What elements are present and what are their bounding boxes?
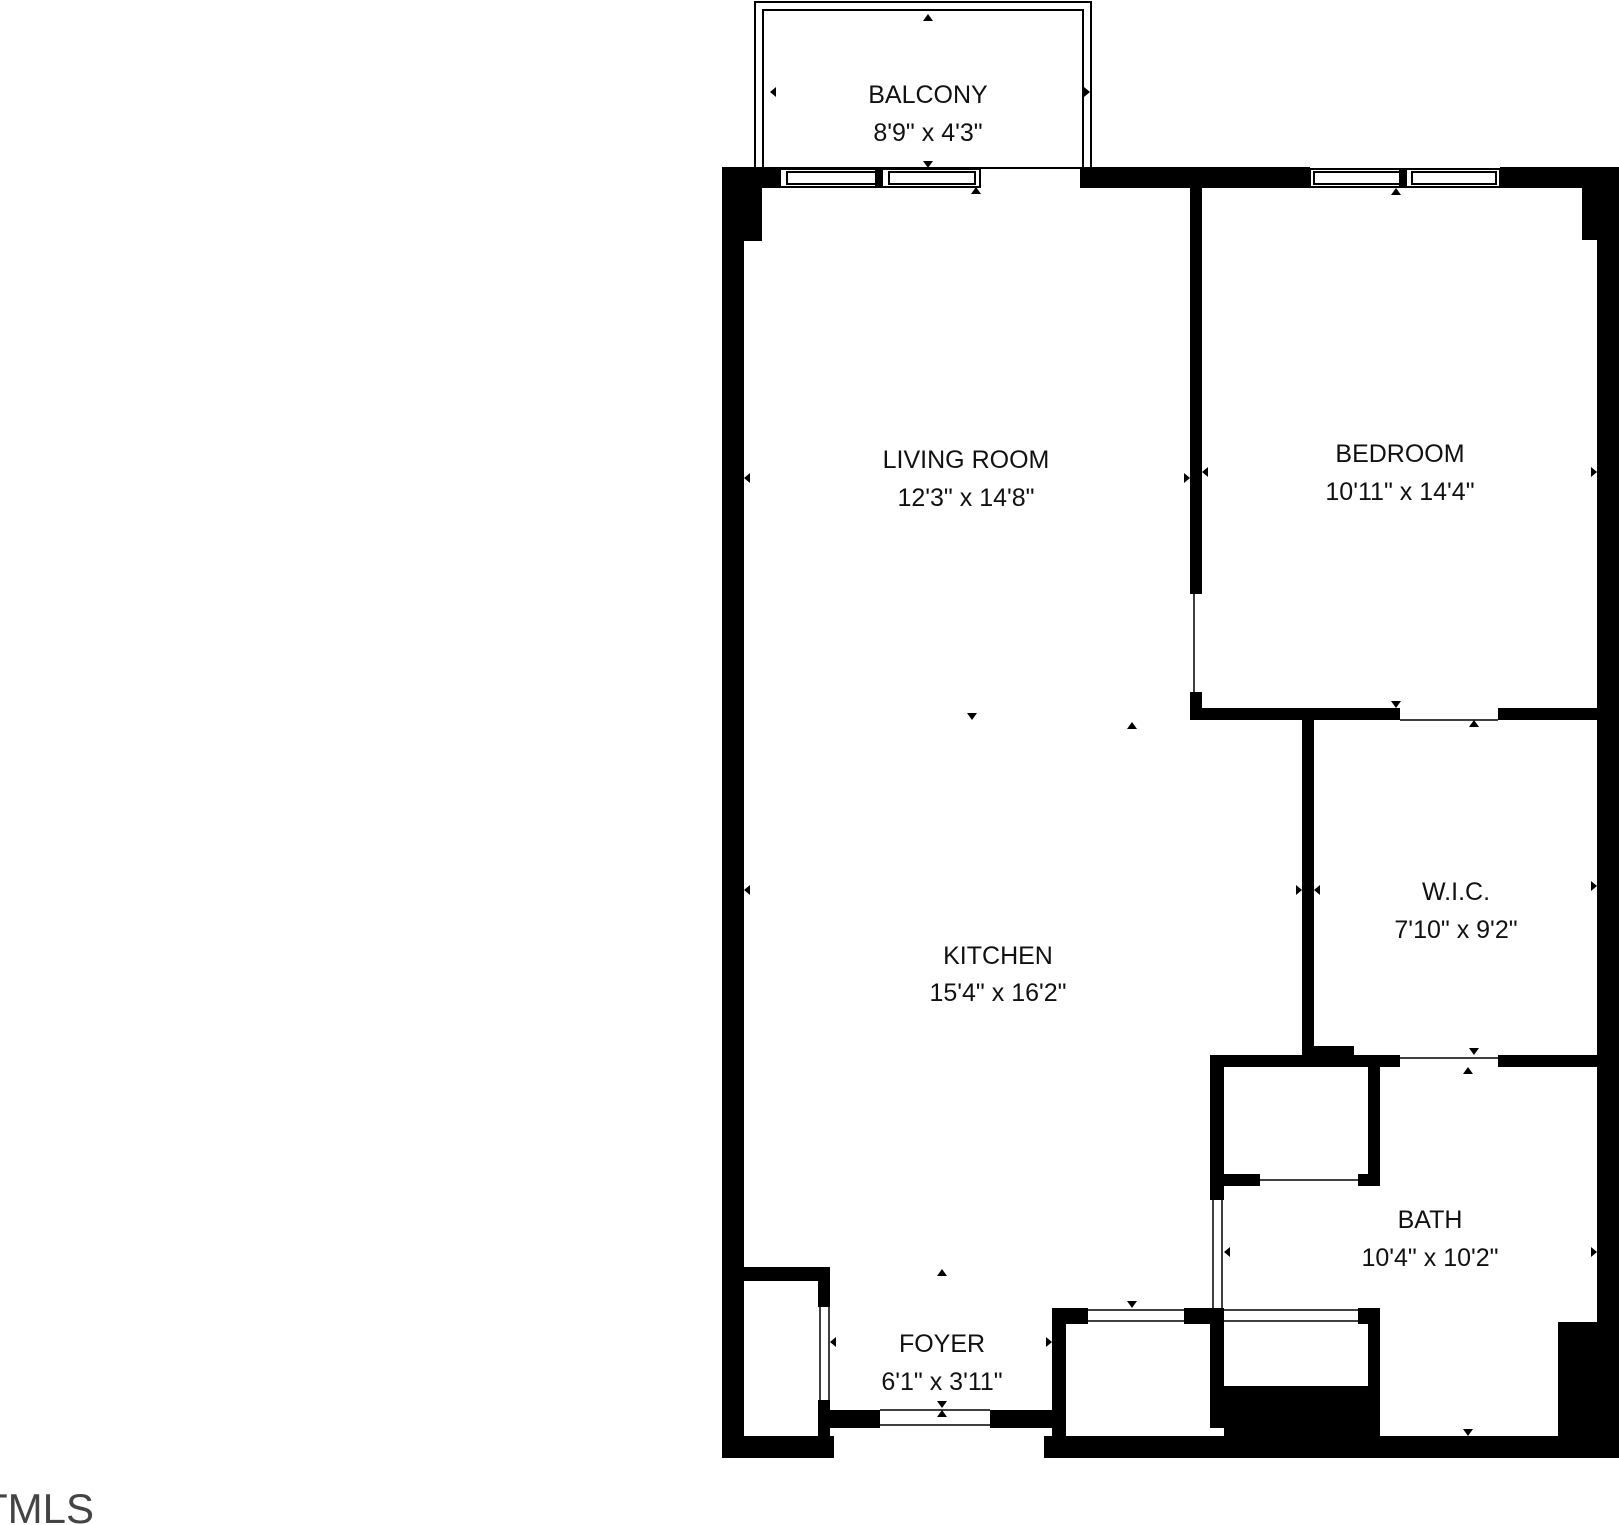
room-dimensions: 10'4" x 10'2" [1361, 1244, 1498, 1272]
room-dimensions: 8'9" x 4'3" [873, 119, 982, 147]
room-label-bath: BATH 10'4" x 10'2" [1361, 1206, 1498, 1272]
room-label-wic: W.I.C. 7'10" x 9'2" [1394, 878, 1517, 944]
room-name: FOYER [899, 1330, 985, 1358]
room-name: W.I.C. [1422, 878, 1490, 906]
room-name: BEDROOM [1335, 440, 1464, 468]
room-label-foyer: FOYER 6'1" x 3'11" [881, 1330, 1002, 1396]
room-dimensions: 12'3" x 14'8" [897, 484, 1034, 512]
room-label-bedroom: BEDROOM 10'11" x 14'4" [1325, 440, 1474, 506]
windows [779, 168, 1501, 188]
room-dimensions: 6'1" x 3'11" [881, 1368, 1002, 1396]
room-label-kitchen: KITCHEN 15'4" x 16'2" [929, 942, 1066, 1007]
room-name: BATH [1398, 1206, 1463, 1234]
room-name: BALCONY [868, 81, 988, 109]
room-dimensions: 10'11" x 14'4" [1325, 478, 1474, 506]
room-dimensions: 7'10" x 9'2" [1394, 916, 1517, 944]
door-openings [819, 594, 1498, 1426]
walls [722, 167, 1619, 1458]
room-label-balcony: BALCONY 8'9" x 4'3" [868, 81, 988, 147]
mls-watermark: TMLS [0, 1485, 94, 1525]
dimension-markers [744, 14, 1597, 1436]
room-label-living-room: LIVING ROOM 12'3" x 14'8" [883, 446, 1050, 512]
room-name: KITCHEN [943, 942, 1053, 970]
room-name: LIVING ROOM [883, 446, 1050, 474]
room-dimensions: 15'4" x 16'2" [929, 979, 1066, 1007]
